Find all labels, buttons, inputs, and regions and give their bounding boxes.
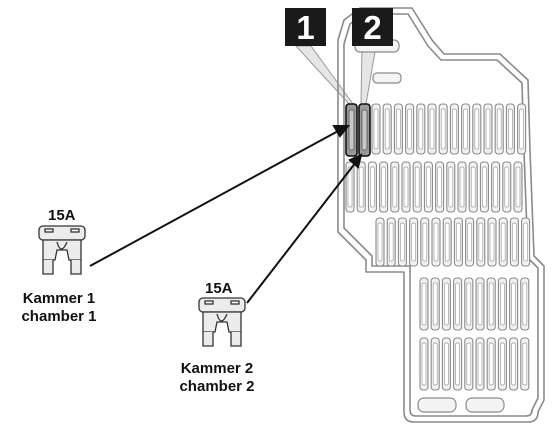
fuse-box-outline	[337, 7, 545, 423]
fuse-slot-inner	[455, 282, 460, 326]
fuse-slot-inner	[426, 166, 431, 208]
relay-slot-top-2	[372, 72, 402, 84]
fuse-slot-grid	[345, 103, 531, 391]
fuse-slot-inner	[488, 282, 494, 326]
callout-2: 2	[352, 8, 393, 46]
fuse-slot-inner	[392, 166, 398, 208]
fuse-rating-chamber-2: 15A	[205, 280, 233, 297]
fuse-slot-inner	[485, 108, 491, 150]
fuse-slot-inner	[358, 166, 364, 208]
fuse-slot-inner	[500, 342, 505, 386]
chamber-label-2-en: chamber 2	[179, 378, 255, 395]
fuse-slot-inner	[496, 108, 502, 150]
fuse-slot-inner	[418, 108, 424, 150]
fuse-slot-inner	[422, 222, 428, 262]
fuse-slot-inner	[519, 108, 524, 150]
fuse-slot-inner	[381, 166, 386, 208]
chamber-label-1-de: Kammer 1	[22, 290, 96, 307]
fuse-slot-inner	[489, 222, 495, 262]
fuse-slot-inner	[482, 166, 487, 208]
fuse-slot-inner	[400, 222, 405, 262]
fuse-rating-chamber-1: 15A	[48, 207, 76, 224]
fuse-slot-inner	[500, 222, 506, 262]
fuse-slot-inner	[488, 342, 494, 386]
arrow-line-chamber-1	[89, 129, 341, 267]
fuse-slot-inner	[515, 166, 521, 208]
chamber-label-1-en: chamber 1	[21, 308, 97, 325]
fuse-slot-inner	[459, 166, 465, 208]
fuse-slot-inner	[432, 282, 438, 326]
fuse-slot-inner	[403, 166, 409, 208]
fuse-slot-inner	[411, 222, 416, 262]
fuse-slot-inner	[429, 108, 435, 150]
arrow-head-chamber-2	[348, 153, 363, 169]
fuse-slot-inner	[504, 166, 510, 208]
fuse-slot-inner	[444, 222, 450, 262]
fuse-slot-inner	[456, 222, 461, 262]
fuse-slot-inner	[437, 166, 442, 208]
fuse-slot-inner	[440, 108, 446, 150]
chamber-label-1: Kammer 1 chamber 1	[10, 290, 108, 326]
fuse-slot-inner	[466, 282, 472, 326]
fuse-slot-inner	[347, 166, 353, 208]
fuse-slot-inner	[370, 166, 375, 208]
chamber-label-2: Kammer 2 chamber 2	[167, 360, 267, 396]
fuse-slot-inner	[512, 222, 517, 262]
fuse-slot-inner	[522, 282, 528, 326]
fuse-slot-inner	[474, 108, 480, 150]
fuse-slot-inner	[432, 342, 438, 386]
fuse-slot-inner	[522, 342, 528, 386]
fuse-slot-inner	[466, 342, 472, 386]
bottom-connector-2	[465, 397, 505, 413]
fuse-slot-inner	[511, 282, 516, 326]
fuse-slot-inner	[373, 108, 379, 150]
arrow-head-chamber-1	[332, 125, 351, 138]
fuse-slot-inner	[433, 222, 439, 262]
fuse-slot-inner	[444, 342, 449, 386]
fuse-slot-inner	[414, 166, 420, 208]
fuse-slot-inner	[493, 166, 498, 208]
fuse-slot-inner	[388, 222, 394, 262]
fuse-slot-inner	[477, 342, 483, 386]
fuse-slot-inner	[477, 282, 483, 326]
fuse-icon-chamber-1	[38, 225, 86, 275]
fuse-slot-inner	[500, 282, 505, 326]
fuse-slot-inner	[463, 108, 468, 150]
fuse-slot-inner	[377, 222, 383, 262]
bottom-connector-1	[417, 397, 457, 413]
arrow-line-chamber-2	[246, 161, 357, 304]
chamber-label-2-de: Kammer 2	[180, 360, 254, 377]
fuse-slot-inner	[384, 108, 390, 150]
fuse-slot-inner	[455, 342, 460, 386]
fuse-slot-inner	[421, 342, 427, 386]
arrows	[89, 125, 363, 304]
callout-1: 1	[285, 8, 326, 46]
fuse-slot-inner	[444, 282, 449, 326]
fuse-slot-inner	[478, 222, 484, 262]
highlighted-slot-2-inner	[361, 109, 368, 151]
fuse-icon-chamber-2	[198, 297, 246, 347]
fuse-slot-inner	[467, 222, 472, 262]
fuse-slot-inner	[448, 166, 454, 208]
fuse-slot-inner	[452, 108, 457, 150]
fuse-slot-inner	[511, 342, 516, 386]
fuse-slot-inner	[508, 108, 513, 150]
fuse-slot-inner	[407, 108, 412, 150]
fuse-slot-inner	[470, 166, 476, 208]
highlighted-slot-1-inner	[348, 109, 355, 151]
fuse-slot-inner	[523, 222, 528, 262]
fuse-slot-inner	[396, 108, 401, 150]
fuse-slot-inner	[421, 282, 427, 326]
